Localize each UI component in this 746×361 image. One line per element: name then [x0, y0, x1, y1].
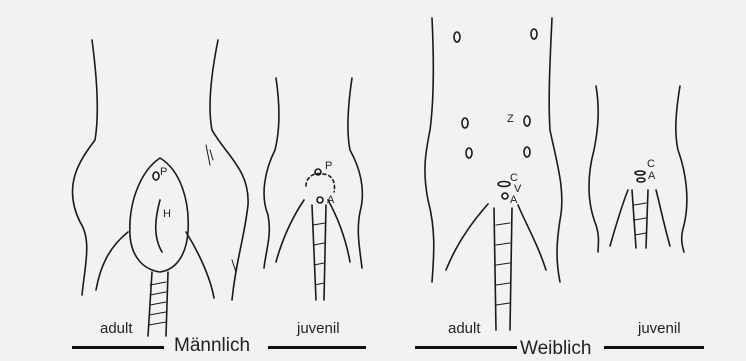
male-juvenile-left-leg: [276, 200, 304, 262]
female-adult-left-leg: [446, 204, 488, 270]
marker-male-juvenile-a: A: [327, 194, 334, 206]
female-juvenile-right-outline: [676, 86, 687, 252]
hemipenis-line: [156, 200, 162, 252]
male-adult-left-outline: [72, 40, 97, 295]
male-adult-left-leg: [96, 232, 128, 290]
stage-label-male-juvenile: juvenil: [297, 320, 340, 337]
female-adult-spot: [466, 148, 472, 158]
male-juvenile-vent: [317, 197, 323, 203]
marker-female-adult-a: A: [510, 194, 517, 206]
stage-label-male-adult: adult: [100, 320, 133, 337]
female-juvenile-left-outline: [589, 86, 599, 252]
female-adult-sketch: [425, 18, 562, 330]
female-adult-right-outline: [549, 18, 562, 282]
marker-male-adult-p: P: [160, 166, 167, 178]
male-adult-sketch: [72, 40, 248, 336]
female-juvenile-tail-hatch: [634, 203, 646, 235]
male-juvenile-right-leg: [328, 200, 350, 262]
female-adult-tail: [494, 208, 512, 330]
female-juvenile-right-leg: [656, 190, 670, 246]
female-adult-cloaca-slit: [498, 182, 510, 187]
female-adult-right-leg: [518, 205, 546, 270]
marker-male-juvenile-p: P: [325, 160, 332, 172]
female-juvenile-vent: [637, 178, 645, 182]
male-adult-shading: [206, 145, 236, 272]
bar-male-juvenile: [268, 346, 366, 349]
bar-male-adult: [72, 346, 164, 349]
group-title-male: Männlich: [174, 335, 250, 357]
female-adult-tail-hatch: [496, 223, 510, 305]
female-adult-spot: [454, 32, 460, 42]
stage-label-female-juvenile: juvenil: [638, 320, 681, 337]
male-adult-right-leg: [186, 232, 214, 298]
male-juvenile-left-outline: [264, 78, 279, 268]
juvenile-hemipenis-bulge: [306, 174, 335, 193]
female-adult-spot: [524, 147, 530, 157]
marker-male-adult-h: H: [163, 208, 171, 220]
bar-female-adult: [415, 346, 517, 349]
female-adult-left-outline: [425, 18, 434, 282]
female-juvenile-left-leg: [610, 190, 628, 246]
group-title-female: Weiblich: [520, 338, 591, 360]
male-juvenile-tail: [312, 205, 326, 300]
female-adult-spot: [462, 118, 468, 128]
female-adult-vent: [502, 193, 508, 199]
female-juvenile-sketch: [589, 86, 687, 252]
bar-female-juvenile: [604, 346, 704, 349]
male-juvenile-right-outline: [348, 78, 363, 268]
male-adult-pore: [153, 172, 159, 180]
male-adult-right-outline: [210, 40, 248, 300]
female-adult-spot: [524, 116, 530, 126]
marker-female-juvenile-a: A: [648, 170, 655, 182]
marker-female-adult-z: Z: [507, 113, 514, 125]
female-juvenile-cloaca-slit: [635, 171, 645, 175]
male-juvenile-sketch: [264, 78, 362, 300]
stage-label-female-adult: adult: [448, 320, 481, 337]
female-adult-spot: [531, 29, 537, 39]
marker-female-juvenile-c: C: [647, 158, 655, 170]
